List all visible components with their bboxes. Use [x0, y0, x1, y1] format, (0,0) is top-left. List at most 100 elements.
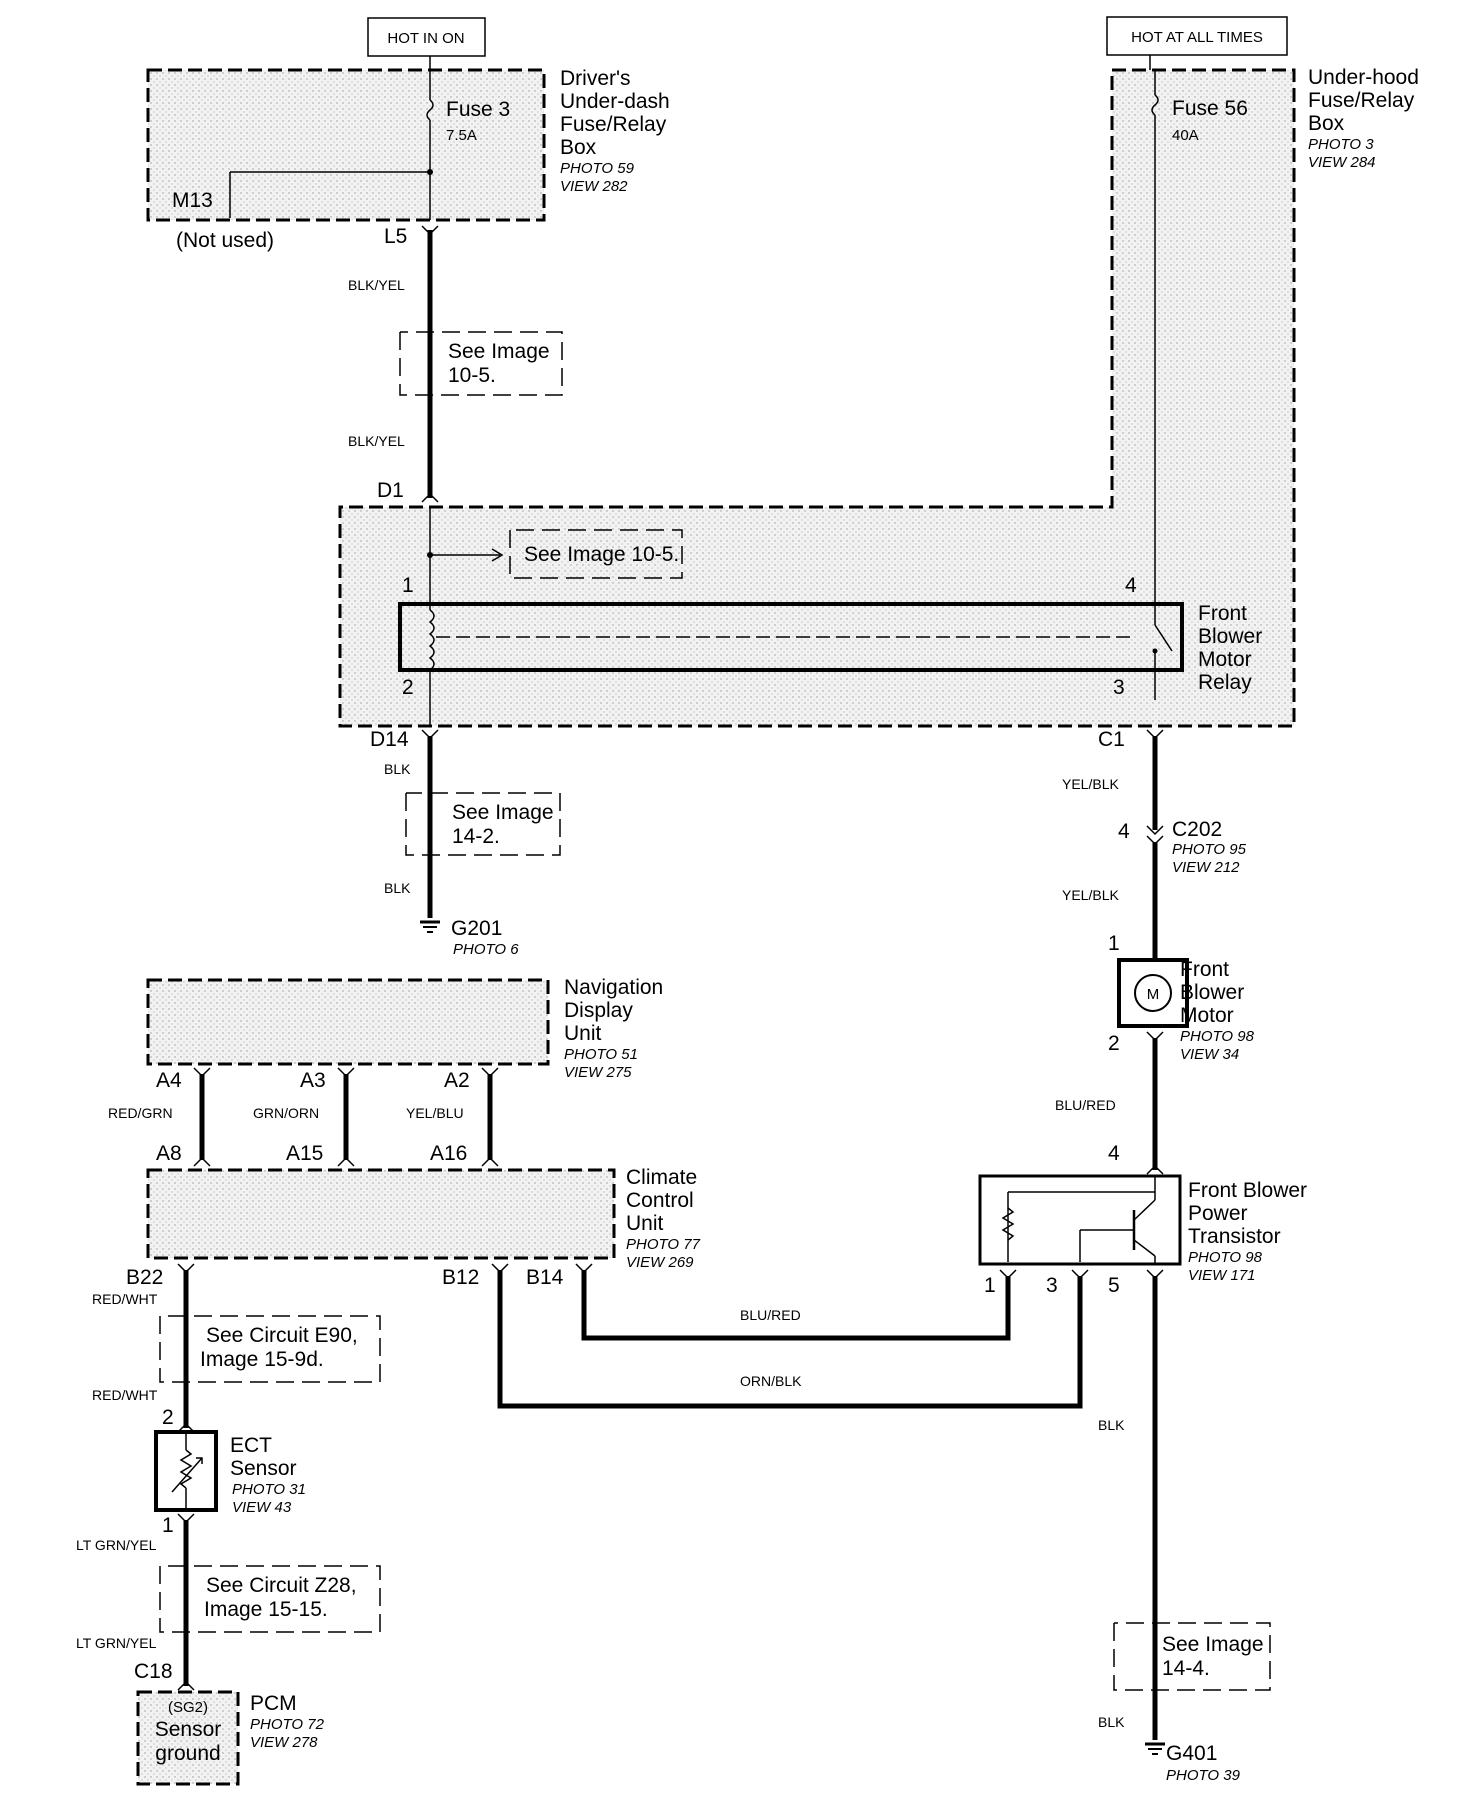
- pcm-photo: PHOTO 72: [250, 1716, 325, 1733]
- c202-label: C202: [1172, 818, 1222, 841]
- underhood-box-name-1: Under-hood: [1308, 66, 1419, 89]
- driver-box-name-2: Under-dash: [560, 90, 670, 113]
- svg-text:14-4.: 14-4.: [1162, 1657, 1210, 1680]
- driver-box-photo: PHOTO 59: [560, 160, 635, 177]
- motor-name-2: Blower: [1180, 981, 1244, 1004]
- wire-label-blk-2: BLK: [384, 880, 411, 896]
- ect-photo: PHOTO 31: [232, 1481, 306, 1498]
- motor-photo: PHOTO 98: [1180, 1028, 1255, 1045]
- ect-name-2: Sensor: [230, 1457, 297, 1480]
- svg-text:10-5.: 10-5.: [448, 364, 496, 387]
- terminal-m13: M13: [172, 189, 213, 212]
- relay-pin-4: 4: [1125, 574, 1137, 597]
- svg-text:HOT AT ALL TIMES: HOT AT ALL TIMES: [1131, 29, 1263, 46]
- wire-label-red-grn: RED/GRN: [108, 1105, 173, 1121]
- wire-label-lt-grn-yel-2: LT GRN/YEL: [76, 1635, 157, 1651]
- relay-name-3: Motor: [1198, 648, 1252, 671]
- relay-pin-2: 2: [402, 676, 414, 699]
- ref-see-circuit-e90: See Circuit E90, Image 15-9d.: [159, 1315, 381, 1383]
- climate-name-1: Climate: [626, 1166, 697, 1189]
- wire-label-lt-grn-yel-1: LT GRN/YEL: [76, 1537, 157, 1553]
- transistor-pin-1: 1: [984, 1274, 996, 1297]
- transistor-photo: PHOTO 98: [1188, 1249, 1263, 1266]
- wire-label-yel-blk-2: YEL/BLK: [1062, 887, 1119, 903]
- climate-terminal-a15: A15: [286, 1142, 323, 1165]
- nav-terminal-a4: A4: [156, 1069, 182, 1092]
- transistor-name-2: Power: [1188, 1202, 1248, 1225]
- wire-label-blk-1: BLK: [384, 761, 411, 777]
- g401-label: G401: [1166, 1742, 1217, 1765]
- climate-terminal-a8: A8: [156, 1142, 182, 1165]
- transistor-name-1: Front Blower: [1188, 1179, 1307, 1202]
- climate-to-transistor-wires: [491, 1263, 1083, 1409]
- nav-view: VIEW 275: [564, 1064, 632, 1081]
- g201-photo: PHOTO 6: [453, 941, 519, 958]
- svg-text:HOT IN ON: HOT IN ON: [387, 30, 464, 47]
- fuse-3-rating: 7.5A: [446, 127, 477, 144]
- transistor-name-3: Transistor: [1188, 1225, 1281, 1248]
- wire-label-red-wht-1: RED/WHT: [92, 1291, 158, 1307]
- pcm-view: VIEW 278: [250, 1734, 318, 1751]
- terminal-d1: D1: [377, 479, 404, 502]
- wire-label-orn-blk: ORN/BLK: [740, 1373, 802, 1389]
- terminal-d14: D14: [370, 728, 409, 751]
- motor-view: VIEW 34: [1180, 1046, 1239, 1063]
- wire-label-yel-blu: YEL/BLU: [406, 1105, 464, 1121]
- motor-pin-2: 2: [1108, 1032, 1120, 1055]
- ref-see-circuit-z28: See Circuit Z28, Image 15-15.: [159, 1565, 381, 1633]
- pcm-sg2-label: (SG2): [168, 1699, 208, 1716]
- nav-photo: PHOTO 51: [564, 1046, 638, 1063]
- driver-box-name-4: Box: [560, 136, 597, 159]
- svg-text:See Image 10-5.: See Image 10-5.: [524, 543, 679, 566]
- ect-view: VIEW 43: [232, 1499, 292, 1516]
- svg-text:14-2.: 14-2.: [452, 825, 500, 848]
- fuse-3-symbol: [426, 99, 434, 121]
- pcm-terminal-c18: C18: [134, 1660, 173, 1683]
- nav-name-3: Unit: [564, 1022, 602, 1045]
- nav-terminal-a3: A3: [300, 1069, 326, 1092]
- relay-pin-3: 3: [1113, 676, 1125, 699]
- wire-label-yel-blk-1: YEL/BLK: [1062, 776, 1119, 792]
- svg-text:See Image: See Image: [1162, 1633, 1264, 1656]
- ect-sensor: [154, 1430, 218, 1512]
- relay-name-1: Front: [1198, 602, 1247, 625]
- nav-terminal-a2: A2: [444, 1069, 470, 1092]
- nav-name-2: Display: [564, 999, 633, 1022]
- svg-text:Image 15-15.: Image 15-15.: [204, 1598, 328, 1621]
- c202-view: VIEW 212: [1172, 859, 1240, 876]
- wire-label-blk-yel-2: BLK/YEL: [348, 433, 405, 449]
- relay-name-4: Relay: [1198, 671, 1252, 694]
- climate-terminal-b22: B22: [126, 1266, 163, 1289]
- terminal-l5: L5: [384, 225, 407, 248]
- under-hood-fuse-relay-box: [338, 68, 1296, 728]
- ground-g201-icon: [420, 920, 440, 933]
- c202-pin: 4: [1118, 820, 1130, 843]
- svg-text:See Circuit Z28,: See Circuit Z28,: [206, 1574, 357, 1597]
- wire-label-blu-red-1: BLU/RED: [1055, 1097, 1116, 1113]
- motor-name-1: Front: [1180, 958, 1229, 981]
- fuse-56-symbol: [1151, 94, 1159, 116]
- svg-text:See Image: See Image: [448, 340, 550, 363]
- underhood-box-view: VIEW 284: [1308, 154, 1376, 171]
- terminal-c1: C1: [1098, 728, 1125, 751]
- transistor-pin-4: 4: [1108, 1142, 1120, 1165]
- underhood-box-name-3: Box: [1308, 112, 1345, 135]
- driver-box-name-1: Driver's: [560, 67, 631, 90]
- ect-pin-1: 1: [162, 1514, 174, 1537]
- wire-label-red-wht-2: RED/WHT: [92, 1387, 158, 1403]
- ect-name-1: ECT: [230, 1434, 272, 1457]
- hot-at-all-times-label: HOT AT ALL TIMES: [1106, 16, 1288, 56]
- wire-label-blu-red-2: BLU/RED: [740, 1307, 801, 1323]
- nav-name-1: Navigation: [564, 976, 663, 999]
- ground-g401-icon: [1145, 1742, 1165, 1755]
- drivers-under-dash-fuse-relay-box: Fuse 3 7.5A M13: [146, 68, 546, 222]
- ect-pin-2: 2: [162, 1406, 174, 1429]
- wire-label-blk-3: BLK: [1098, 1417, 1125, 1433]
- ref-see-image-14-4: See Image 14-4.: [1113, 1622, 1271, 1691]
- navigation-display-unit: [146, 978, 550, 1066]
- pcm-ground-label: ground: [155, 1742, 220, 1765]
- fuse-56-rating: 40A: [1172, 127, 1199, 144]
- c202-photo: PHOTO 95: [1172, 841, 1247, 858]
- wire-label-blk-4: BLK: [1098, 1714, 1125, 1730]
